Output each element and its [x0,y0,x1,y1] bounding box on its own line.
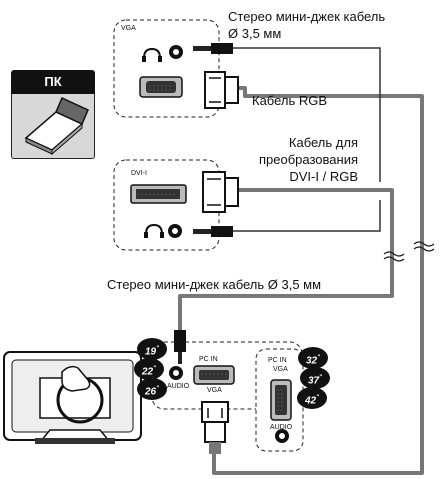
laptop-icon [11,94,95,159]
rgb-cable [212,86,424,475]
dvi-connector-pc [202,171,239,213]
vga-port-label: VGA [121,25,136,32]
size-badge-26: 26" [137,378,167,400]
rgb-cable-label: Кабель RGB [252,93,328,108]
pc-in-label-right: PC IN [268,357,287,364]
pc-card: ПК [11,70,95,160]
pc-in-label-left: PC IN [199,356,218,363]
stereo-cable-bottom-label: Стерео мини-джек кабель Ø 3,5 мм [107,277,322,292]
dvi-port-label: DVI-I [131,170,147,177]
vga-port-panel [113,19,220,118]
size-badge-32: 32" [298,347,328,369]
monitor-vga-port-large [270,379,292,421]
headphone-icon [144,223,164,238]
pc-label: ПК [11,70,95,94]
vga-label-left: VGA [207,387,222,394]
vga-port [139,76,183,98]
audio-cable-top [232,47,381,182]
size-badge-19: 19" [137,338,167,360]
dvi-rgb-cable-label-line1: Кабель для [288,135,358,150]
minijack-plug-monitor [174,330,186,364]
headphone-icon [142,47,162,62]
monitor-audio-in-jack-large [275,429,289,443]
size-badge-37: 37" [300,367,330,389]
dvi-port-panel [113,159,220,251]
dvi-rgb-cable-label-line2: преобразования [258,152,358,167]
audio-label-left: AUDIO [167,383,190,390]
rgb-connector-monitor [201,401,229,454]
audio-cable-bottom [232,200,381,232]
dvi-port [130,184,187,204]
minijack-plug-bottom [193,226,233,237]
audio-label-right: AUDIO [270,424,293,431]
monitor-back-illustration [3,351,142,444]
audio-out-jack-vga [169,45,183,59]
audio-out-jack-dvi [168,224,182,238]
stereo-cable-label-line2: Ø 3,5 мм [228,26,282,41]
size-badge-42: 42" [297,387,327,409]
vga-label-right: VGA [273,366,288,373]
dvi-rgb-cable [178,188,394,330]
hand-icon [61,365,91,392]
monitor-audio-in-jack [169,366,183,380]
size-badge-22: 22" [134,358,164,380]
stereo-cable-label-line1: Стерео мини-джек кабель [228,9,386,24]
monitor-vga-port [193,365,235,385]
dvi-rgb-cable-label-line3: DVI-I / RGB [289,169,358,184]
minijack-plug-top [193,43,233,54]
rgb-connector-pc [204,71,239,109]
